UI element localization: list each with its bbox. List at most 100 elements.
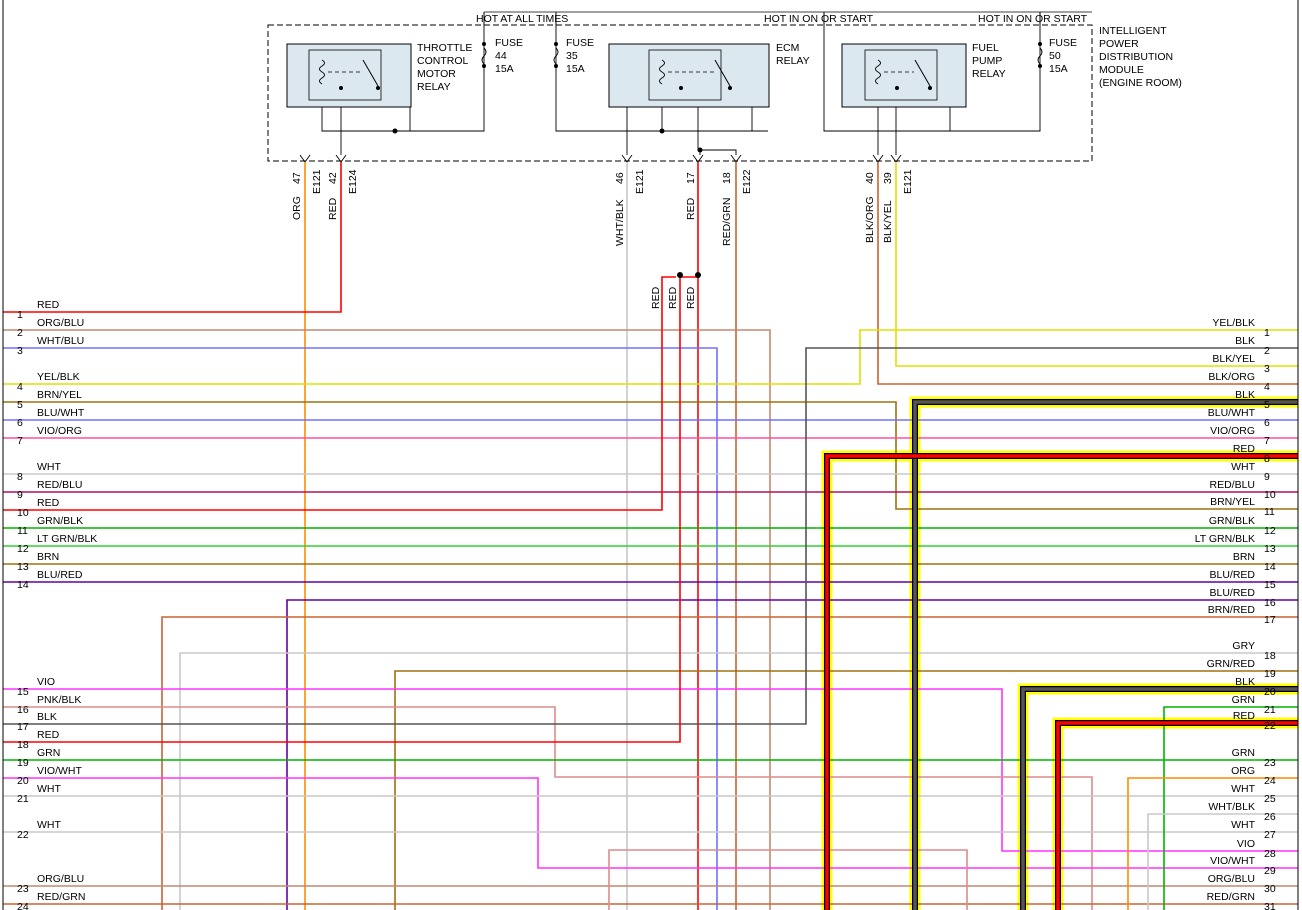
left-pin-number: 1 — [17, 309, 23, 321]
right-pin-label: WHT — [1231, 461, 1255, 473]
right-pin-number: 12 — [1264, 525, 1276, 537]
right-pin-number: 10 — [1264, 489, 1276, 501]
wire-vio-wht-20 — [3, 777, 1298, 869]
conn-e122: E122 — [741, 169, 753, 194]
power-distribution-module-outline — [267, 24, 1093, 162]
pin-17: 17 — [685, 172, 697, 184]
fuel-relay-label-3: RELAY — [972, 68, 1006, 80]
right-pin-label: LT GRN/BLK — [1195, 533, 1255, 545]
right-pin-label: BRN/RED — [1208, 604, 1256, 616]
pin-39: 39 — [882, 172, 894, 184]
right-pin-label: RED/BLU — [1209, 479, 1255, 491]
right-pin-label: BLU/RED — [1209, 587, 1255, 599]
fuse-element-3 — [1037, 47, 1043, 65]
left-pin-number: 12 — [17, 543, 29, 555]
right-pin-number: 24 — [1264, 775, 1276, 787]
throttle-relay-label-4: RELAY — [417, 81, 451, 93]
right-pin-number: 21 — [1264, 704, 1276, 716]
pin-47: 47 — [291, 172, 303, 184]
module-wire-14 — [950, 25, 1041, 132]
left-pin-label: RED/BLU — [37, 479, 83, 491]
junction-3 — [697, 147, 703, 153]
left-pin-number: 4 — [17, 381, 23, 393]
right-pin-label: BLK — [1235, 676, 1255, 688]
wire-org-24 — [1127, 777, 1298, 910]
module-label-2: POWER — [1099, 38, 1139, 50]
wire-grn-red-19 — [394, 670, 1298, 910]
vlabel-red-17: RED — [685, 197, 697, 220]
left-pin-number: 19 — [17, 757, 29, 769]
relay-terminal-3 — [928, 86, 932, 90]
left-pin-number: 3 — [17, 345, 23, 357]
fuse-dot-b-2 — [554, 64, 558, 68]
relay-contact-2 — [714, 59, 731, 87]
relay-internals — [308, 49, 938, 101]
vlabel-red-c: RED — [685, 286, 697, 309]
module-label-5: (ENGINE ROOM) — [1099, 77, 1182, 89]
pin-labels: 1RED2ORG/BLU3WHT/BLU4YEL/BLK5BRN/YEL6BLU… — [17, 299, 1276, 910]
vlabel-red-42: RED — [327, 197, 339, 220]
left-pin-number: 7 — [17, 435, 23, 447]
wire-blk-org-4 — [877, 162, 1298, 385]
fuse-dot-b-1 — [482, 64, 486, 68]
fuel-relay-label-2: PUMP — [972, 55, 1002, 67]
left-pin-number: 5 — [17, 399, 23, 411]
left-pin-number: 22 — [17, 829, 29, 841]
right-pin-number: 4 — [1264, 381, 1270, 393]
throttle-relay-label-2: CONTROL — [417, 55, 468, 67]
pin-18: 18 — [721, 172, 733, 184]
wire-vio-15 — [3, 688, 1298, 852]
right-pin-number: 19 — [1264, 668, 1276, 680]
relay-frame-2 — [648, 49, 722, 101]
right-pin-number: 28 — [1264, 848, 1276, 860]
left-pin-label: RED/GRN — [37, 891, 85, 903]
right-pin-label: GRN — [1232, 694, 1255, 706]
fuse44-label-1: FUSE — [495, 37, 523, 49]
left-pin-number: 16 — [17, 704, 29, 716]
relay-coil-3 — [875, 59, 881, 85]
right-pin-label: BLK — [1235, 389, 1255, 401]
module-wire-3 — [395, 25, 485, 132]
wire-red-18 — [3, 277, 681, 743]
left-pin-label: VIO/WHT — [37, 765, 82, 777]
right-pin-label: VIO — [1237, 838, 1255, 850]
right-pin-number: 22 — [1264, 720, 1276, 732]
vlabel-wht-blk: WHT/BLK — [614, 199, 626, 246]
wire-yel-blk-4 — [3, 329, 1298, 385]
wire-red-8 — [825, 454, 1298, 910]
right-pin-number: 13 — [1264, 543, 1276, 555]
module-wire-8 — [697, 93, 737, 155]
wire-brn-red-17 — [161, 616, 1298, 910]
right-pin-number: 5 — [1264, 399, 1270, 411]
fuel-pump-relay — [841, 43, 967, 108]
left-pin-number: 20 — [17, 775, 29, 787]
left-pin-number: 11 — [17, 525, 28, 537]
splice-2 — [695, 272, 701, 278]
wire-gry-18 — [179, 652, 1298, 910]
right-pin-label: WHT — [1231, 783, 1255, 795]
fuse35-label-1: FUSE — [566, 37, 594, 49]
right-pin-label: BLK/ORG — [1208, 371, 1255, 383]
right-pin-number: 30 — [1264, 883, 1276, 895]
fuse-dot-2 — [554, 42, 558, 46]
wire-blk-17 — [3, 347, 1298, 725]
right-pin-number: 15 — [1264, 579, 1276, 591]
relay-terminal-2 — [728, 86, 732, 90]
relay-frame-3 — [864, 49, 938, 101]
fuse44-label-3: 15A — [495, 63, 514, 75]
right-pin-number: 3 — [1264, 363, 1270, 375]
left-pin-label: RED — [37, 497, 60, 509]
junction-1 — [392, 128, 398, 134]
wires — [3, 25, 1298, 910]
right-pin-label: RED — [1233, 443, 1256, 455]
right-pin-label: GRN/RED — [1207, 658, 1256, 670]
right-pin-label: WHT/BLK — [1208, 801, 1255, 813]
vlabel-red-b: RED — [667, 286, 679, 309]
left-pin-label: GRN/BLK — [37, 515, 83, 527]
wire-blk-yel-3 — [895, 162, 1298, 367]
right-pin-number: 18 — [1264, 650, 1276, 662]
wire-org-blu-2 — [3, 329, 771, 910]
wire-pnk-blk-16 — [3, 706, 1093, 910]
left-pin-number: 14 — [17, 579, 29, 591]
left-pin-label: BLK — [37, 711, 57, 723]
